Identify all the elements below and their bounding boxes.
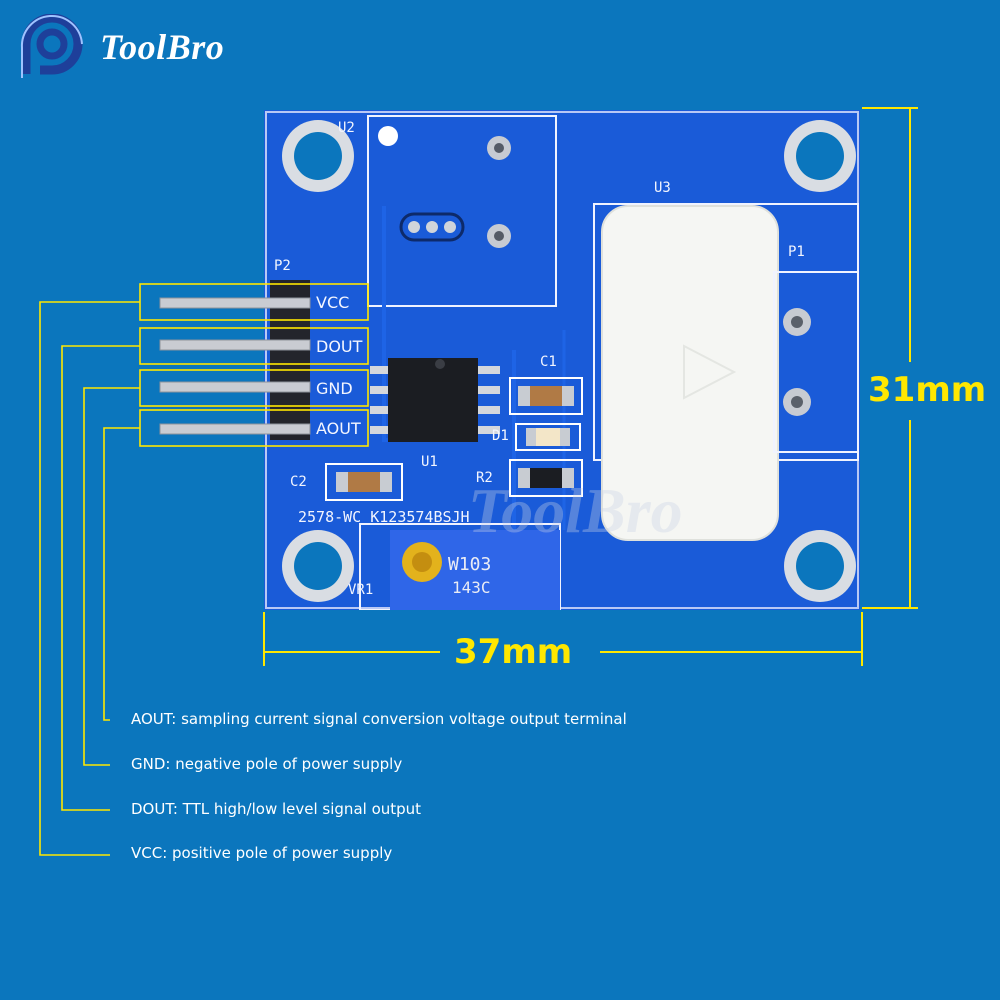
vr1-label: VR1: [348, 582, 374, 598]
dimension-width: 37mm: [454, 632, 573, 672]
pot-marking-line1: W103: [448, 554, 492, 575]
pin-label-vcc: VCC: [316, 293, 350, 312]
description-vcc: VCC: positive pole of power supply: [131, 844, 393, 862]
pin-label-dout: DOUT: [316, 337, 363, 356]
r2-label: R2: [476, 470, 493, 486]
dimension-height: 31mm: [868, 370, 987, 410]
p2-label: P2: [274, 258, 291, 274]
u2-label: U2: [338, 120, 355, 136]
pin-label-aout: AOUT: [316, 419, 361, 438]
brand-name: ToolBro: [100, 27, 225, 67]
toolbro-logo-icon: [20, 14, 83, 78]
serial-number: 2578-WC K123574BSJH: [298, 508, 470, 526]
u3-label: U3: [654, 180, 671, 196]
pin-label-gnd: GND: [316, 379, 353, 398]
pcb-artwork: [265, 111, 859, 611]
description-aout: AOUT: sampling current signal conversion…: [131, 710, 627, 728]
description-gnd: GND: negative pole of power supply: [131, 755, 403, 773]
c1-label: C1: [540, 354, 557, 370]
pot-marking-line2: 143C: [452, 578, 491, 597]
pcb-board: U2 U3 P1 P2 U1 C1 D1 R2 C2 VR1 2578-WC K…: [264, 110, 860, 611]
u1-ic: [388, 358, 478, 442]
dimension-lines: [263, 107, 918, 666]
u1-label: U1: [421, 454, 438, 470]
watermark-text: ToolBro: [468, 475, 683, 546]
mounting-holes: [282, 120, 856, 602]
d1-label: D1: [492, 428, 509, 444]
c2-label: C2: [290, 474, 307, 490]
u3-sensor-body: [601, 205, 779, 541]
p1-label: P1: [788, 244, 805, 260]
u2-outline: [367, 115, 557, 307]
description-dout: DOUT: TTL high/low level signal output: [131, 800, 422, 818]
